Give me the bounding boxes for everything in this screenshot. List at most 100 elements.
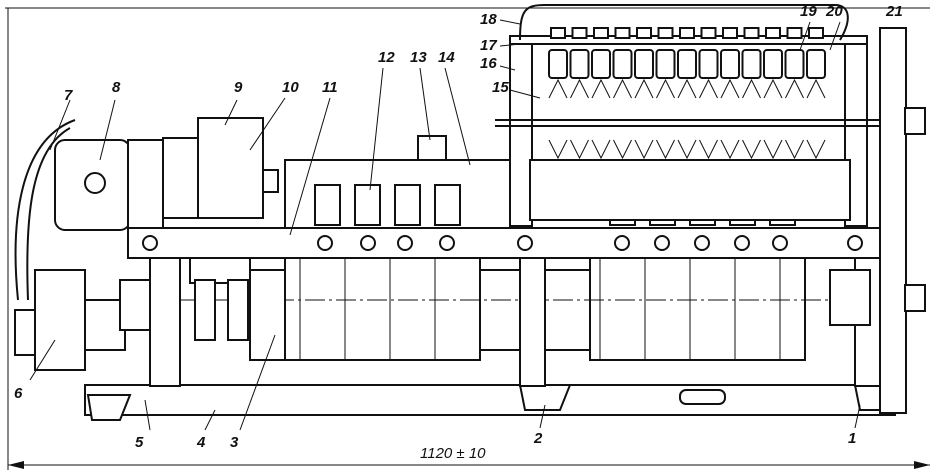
lower-contact-tip <box>548 139 568 160</box>
connector <box>14 309 36 356</box>
contact-finger <box>548 49 568 79</box>
right-drum <box>589 257 806 361</box>
contact-block <box>434 184 461 226</box>
beam-bolt <box>142 235 158 251</box>
label-15: 15 <box>492 79 509 96</box>
lower-contact-tip <box>699 139 718 160</box>
contact-finger <box>806 49 826 79</box>
motor-shaft <box>84 172 106 194</box>
left-drum <box>284 257 481 361</box>
label-20: 20 <box>825 3 843 20</box>
lower-contact-block <box>529 159 851 221</box>
contact-nut <box>722 27 738 39</box>
contact-tip <box>570 78 589 99</box>
lower-contact-tip <box>785 139 804 160</box>
beam-bolt <box>360 235 376 251</box>
bearing-3 <box>249 269 286 361</box>
contact-nut <box>571 27 588 39</box>
label-17: 17 <box>480 37 497 54</box>
contact-fingers <box>548 27 826 160</box>
left-side-plate <box>509 35 533 227</box>
beam-bolt <box>397 235 413 251</box>
contact-nut <box>743 27 760 39</box>
unit-9-nut <box>262 169 279 193</box>
base-frame <box>84 384 896 416</box>
contact-tip <box>613 78 632 99</box>
cable-7 <box>14 119 76 301</box>
beam-bolt <box>847 235 863 251</box>
contact-tip <box>677 78 697 99</box>
contact-tip <box>742 78 761 99</box>
lower-contact-tip <box>591 139 611 160</box>
beam-bolt <box>772 235 788 251</box>
contact-nut <box>679 27 695 39</box>
contact-nut <box>808 27 824 39</box>
beam-bolt <box>439 235 455 251</box>
label-9: 9 <box>234 79 243 96</box>
lower-contact-tip <box>742 139 761 160</box>
terminal-box-6 <box>34 269 86 371</box>
dimension-label: 1120 ± 10 <box>420 445 486 462</box>
label-18: 18 <box>480 11 497 28</box>
beam-bolt <box>517 235 533 251</box>
label-8: 8 <box>112 79 121 96</box>
center-support <box>519 257 546 387</box>
bearing-left <box>119 279 151 331</box>
contact-block <box>314 184 341 226</box>
contact-finger <box>677 49 697 79</box>
bearing-right <box>829 269 871 326</box>
lower-contact-tip <box>570 139 589 160</box>
contact-tip <box>634 78 654 99</box>
left-support <box>149 257 181 387</box>
beam-bolt <box>694 235 710 251</box>
label-13: 13 <box>410 49 427 66</box>
lower-contact-tip <box>806 139 826 160</box>
unit-9 <box>197 117 264 219</box>
contact-tip <box>656 78 675 99</box>
contact-finger <box>634 49 654 79</box>
label-1: 1 <box>848 430 856 447</box>
contact-nut <box>550 27 566 39</box>
terminal-13 <box>417 135 447 161</box>
contact-tip <box>591 78 611 99</box>
label-5: 5 <box>135 434 144 451</box>
beam-bolt <box>734 235 750 251</box>
contact-finger <box>720 49 740 79</box>
contact-finger <box>591 49 611 79</box>
lower-blocks <box>299 258 781 360</box>
contact-nut <box>657 27 674 39</box>
end-nut-bottom <box>904 284 926 312</box>
contact-finger <box>698 49 719 79</box>
beam-bolt <box>317 235 333 251</box>
label-21: 21 <box>885 3 903 20</box>
end-nut-top <box>904 107 926 135</box>
base-slot <box>679 389 726 405</box>
relay-left <box>194 279 216 341</box>
beam-bolt <box>654 235 670 251</box>
contact-tip <box>699 78 718 99</box>
label-10: 10 <box>282 79 299 96</box>
lower-contact-tip <box>634 139 654 160</box>
label-19: 19 <box>800 3 817 20</box>
contact-tip <box>548 78 568 99</box>
beam-bolts <box>142 235 863 251</box>
label-6: 6 <box>14 385 23 402</box>
label-2: 2 <box>533 430 543 447</box>
leader-lines <box>29 19 861 431</box>
contact-tip <box>720 78 740 99</box>
relay-right <box>227 279 249 341</box>
lower-contact-tip <box>656 139 675 160</box>
contact-block <box>394 184 421 226</box>
beam-bolt <box>614 235 630 251</box>
contact-nut <box>636 27 652 39</box>
contact-finger <box>655 49 676 79</box>
contact-nut <box>700 27 717 39</box>
lower-contact-tip <box>677 139 697 160</box>
contact-finger <box>784 49 805 79</box>
end-plate-21 <box>879 27 907 414</box>
lower-contact-tip <box>613 139 632 160</box>
label-16: 16 <box>480 55 497 72</box>
contact-tip <box>785 78 804 99</box>
